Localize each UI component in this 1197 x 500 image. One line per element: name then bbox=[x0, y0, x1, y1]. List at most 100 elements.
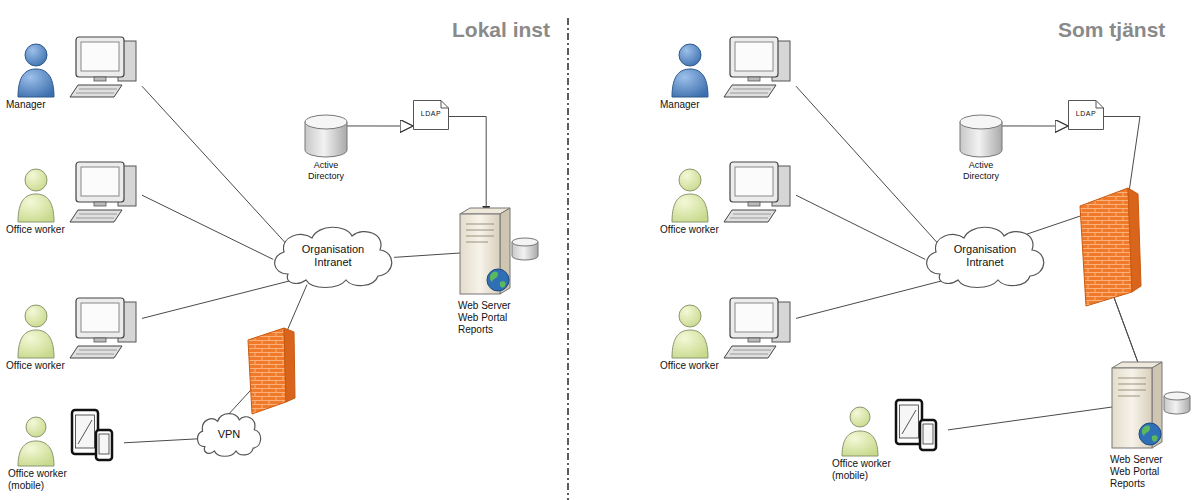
icon-part bbox=[1142, 425, 1158, 441]
icon-part bbox=[1096, 101, 1104, 109]
cloud-outline bbox=[198, 414, 261, 457]
database-label: Active Directory bbox=[296, 160, 356, 182]
panel-heading-box: Som tjänst bbox=[1058, 18, 1165, 42]
document-symbol bbox=[1069, 101, 1104, 130]
person-icon bbox=[18, 169, 54, 222]
icon-part bbox=[490, 271, 506, 287]
icon-part bbox=[25, 305, 47, 327]
panel-heading-box: Lokal inst bbox=[452, 18, 550, 42]
person-label: Manager bbox=[6, 99, 130, 111]
document-label: LDAP bbox=[1068, 109, 1104, 118]
server-tower bbox=[460, 208, 510, 294]
mobile-icon bbox=[838, 398, 948, 456]
icon-part bbox=[735, 167, 773, 196]
server-icon bbox=[452, 208, 542, 298]
icon-part bbox=[70, 85, 122, 97]
icon-part bbox=[441, 101, 449, 109]
icon-part bbox=[1164, 392, 1190, 400]
icon-part bbox=[81, 167, 119, 196]
computer-icon bbox=[70, 37, 136, 97]
icon-part bbox=[76, 350, 117, 354]
vpn-cloud: VPN bbox=[194, 410, 264, 458]
icon-part bbox=[724, 85, 776, 97]
icon-part bbox=[730, 37, 778, 77]
connector-line bbox=[142, 280, 294, 319]
mobile-icon bbox=[14, 408, 124, 466]
icon-part bbox=[730, 298, 778, 338]
panel-heading: Lokal inst bbox=[452, 18, 550, 42]
connector-line bbox=[796, 195, 925, 259]
icon-part bbox=[81, 42, 119, 71]
connector-group bbox=[124, 86, 1140, 443]
network-cloud: Organisation Intranet bbox=[268, 222, 398, 290]
ldap-document: LDAP bbox=[1068, 100, 1104, 130]
worker-icon bbox=[14, 35, 142, 99]
cloud-label: Organisation Intranet bbox=[283, 243, 383, 269]
icon-part bbox=[923, 424, 933, 444]
icon-part bbox=[81, 303, 119, 332]
server-label: Web Server Web Portal Reports bbox=[458, 300, 520, 336]
icon-part bbox=[724, 346, 776, 358]
connector-line bbox=[796, 280, 946, 319]
cloud-label: Organisation Intranet bbox=[935, 243, 1035, 269]
worker-icon bbox=[668, 160, 796, 224]
icon-part bbox=[679, 169, 701, 191]
icon-part bbox=[1139, 423, 1161, 445]
icon-part bbox=[748, 338, 760, 342]
icon-part bbox=[78, 420, 92, 444]
ldap-document: LDAP bbox=[413, 100, 449, 130]
person-icon bbox=[18, 417, 54, 466]
person-label: Office worker (mobile) bbox=[832, 458, 906, 482]
icon-part bbox=[76, 89, 117, 93]
computer-icon bbox=[724, 37, 790, 97]
person-label: Office worker bbox=[660, 224, 784, 236]
connector-line bbox=[229, 285, 307, 414]
connector-line bbox=[347, 125, 413, 126]
icon-part bbox=[72, 410, 98, 454]
icon-part bbox=[76, 415, 95, 448]
icon-part bbox=[1080, 188, 1132, 306]
mobile-worker: Office worker (mobile) bbox=[838, 398, 948, 456]
document-symbol bbox=[414, 101, 449, 130]
worker-workstation: Office worker bbox=[14, 296, 142, 360]
icon-part bbox=[1128, 188, 1141, 292]
icon-part bbox=[18, 69, 54, 97]
icon-part bbox=[76, 37, 124, 77]
icon-part bbox=[850, 407, 870, 427]
connector-line bbox=[1002, 125, 1068, 126]
icon-part bbox=[1118, 378, 1146, 396]
web-server: Web Server Web Portal Reports bbox=[1104, 362, 1194, 452]
manager-workstation: Manager bbox=[668, 35, 796, 99]
server-icon bbox=[1104, 362, 1194, 452]
person-icon bbox=[842, 407, 878, 456]
person-label: Manager bbox=[660, 99, 784, 111]
worker-workstation: Office worker bbox=[668, 296, 796, 360]
icon-part bbox=[748, 202, 760, 206]
icon-part bbox=[94, 202, 106, 206]
icon-part bbox=[896, 400, 922, 444]
worker-icon bbox=[14, 160, 142, 224]
icon-part bbox=[724, 210, 776, 222]
worker-icon bbox=[668, 296, 796, 360]
person-label: Office worker (mobile) bbox=[8, 468, 82, 492]
icon-part bbox=[466, 224, 494, 242]
worker-workstation: Office worker bbox=[14, 160, 142, 224]
cloud-label: VPN bbox=[209, 428, 249, 441]
icon-part bbox=[76, 214, 117, 218]
worker-icon bbox=[668, 35, 796, 99]
icon-part bbox=[842, 431, 878, 456]
person-icon bbox=[672, 305, 708, 358]
icon-part bbox=[94, 77, 106, 81]
connector-line bbox=[796, 86, 938, 244]
computer-icon bbox=[724, 162, 790, 222]
server-label: Web Server Web Portal Reports bbox=[1110, 454, 1172, 490]
icon-part bbox=[920, 420, 936, 450]
manager-workstation: Manager bbox=[14, 35, 142, 99]
icon-part bbox=[76, 298, 124, 338]
icon-part bbox=[730, 214, 771, 218]
computer-icon bbox=[70, 162, 136, 222]
person-icon bbox=[18, 44, 54, 97]
person-icon bbox=[18, 305, 54, 358]
icon-part bbox=[902, 410, 916, 434]
